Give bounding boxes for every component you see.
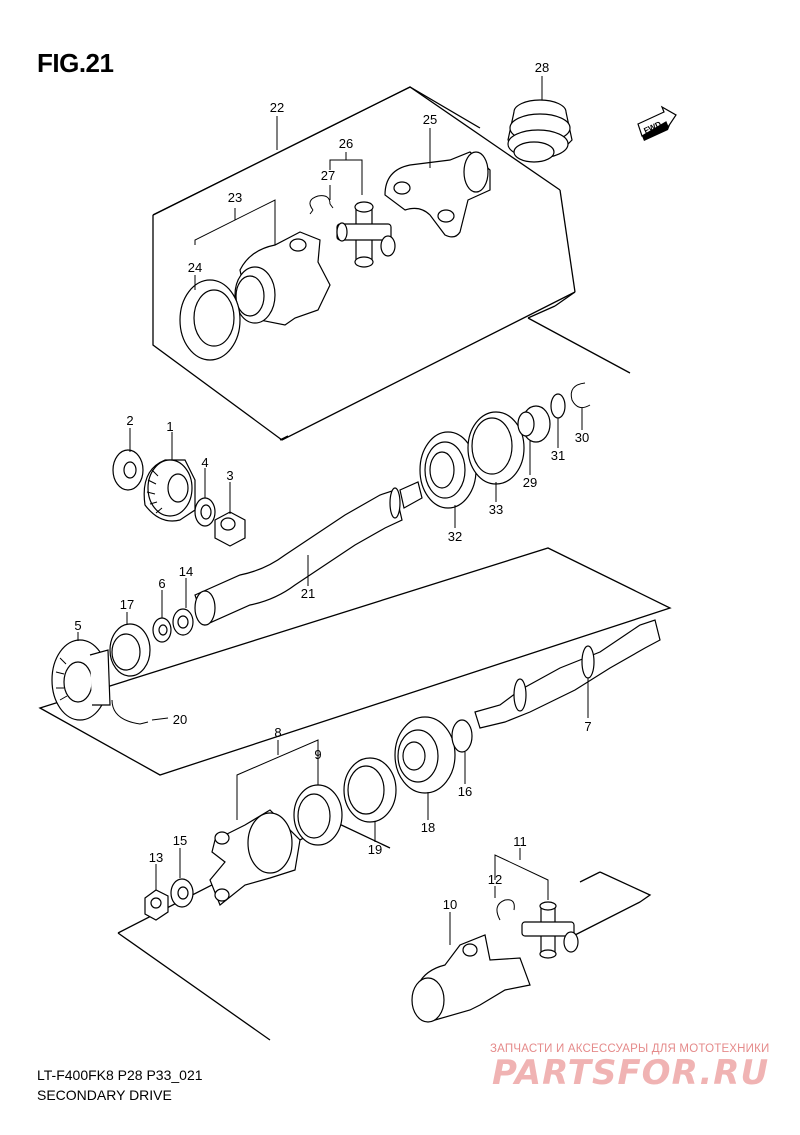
group-frame-22-right-edge [554,189,576,307]
part-25-yoke [384,151,491,238]
part-16-ring [451,719,473,753]
part-3-nut [214,511,246,547]
part-15-washer [170,878,194,908]
part-23-yoke [234,231,331,326]
part-26-spider [336,201,396,268]
part-29-collar [517,405,551,443]
callout-27: 27 [321,168,335,183]
diagram-code: LT-F400FK8 P28 P33_021 [37,1067,203,1083]
part-10-yoke [411,934,531,1023]
part-33-seal [467,411,525,485]
part-21-shaft [194,481,423,626]
callout-29: 29 [523,475,537,490]
callout-28: 28 [535,60,549,75]
part-19-seal [343,757,397,823]
callout-2: 2 [126,413,133,428]
part-1-bevel-gear [143,459,196,522]
callout-labels: 1 2 3 4 5 6 7 8 9 10 11 12 13 14 15 16 1… [74,60,591,912]
callout-6: 6 [158,576,165,591]
callout-19: 19 [368,842,382,857]
part-2-shim [112,449,144,491]
part-27-circlip [309,195,334,215]
part-13-nut [144,889,169,921]
callout-14: 14 [179,564,193,579]
callout-23: 23 [228,190,242,205]
part-28-boot [507,99,573,163]
part-12-circlip [496,899,515,921]
callout-1: 1 [166,419,173,434]
callout-4: 4 [201,455,208,470]
callout-8: 8 [274,725,281,740]
part-4-washer [194,497,216,527]
callout-7: 7 [584,719,591,734]
part-6-washer [152,617,172,643]
diagram-caption: SECONDARY DRIVE [37,1087,172,1103]
callout-33: 33 [489,502,503,517]
callout-30: 30 [575,430,589,445]
callout-26: 26 [339,136,353,151]
part-9-seal [293,784,343,846]
part-11-spider [521,901,579,959]
part-30-circlip [570,382,591,409]
callout-18: 18 [421,820,435,835]
part-5-ring-gear [51,639,111,721]
part-18-bearing [394,716,456,794]
callout-25: 25 [423,112,437,127]
callout-31: 31 [551,448,565,463]
callout-22: 22 [270,100,284,115]
fwd-arrow-icon: FWD [637,105,677,141]
callout-15: 15 [173,833,187,848]
part-24-seal [179,279,241,361]
callout-5: 5 [74,618,81,633]
callout-10: 10 [443,897,457,912]
leader-lines [77,76,589,945]
part-31-ring [550,393,566,419]
callout-21: 21 [301,586,315,601]
part-20-circlip [111,699,149,725]
part-7-shaft [474,619,661,729]
part-14-nut [172,608,194,636]
callout-16: 16 [458,784,472,799]
callout-17: 17 [120,597,134,612]
watermark-logo: PARTSFOR.RU [492,1053,770,1093]
callout-32: 32 [448,529,462,544]
callout-12: 12 [488,872,502,887]
callout-3: 3 [226,468,233,483]
part-17-needle-bearing [109,623,151,677]
callout-24: 24 [188,260,202,275]
watermark-tagline: ЗАПЧАСТИ И АКСЕССУАРЫ ДЛЯ МОТОТЕХНИКИ [490,1043,770,1055]
group-frame-shaft [38,547,672,776]
figure-title: FIG.21 [37,48,114,78]
part-32-bearing [419,431,477,509]
part-8-yoke [209,809,301,906]
callout-11: 11 [513,834,527,849]
callout-20: 20 [173,712,187,727]
group-frame-22-outline [152,86,631,441]
callout-13: 13 [149,850,163,865]
callout-9: 9 [314,747,321,762]
